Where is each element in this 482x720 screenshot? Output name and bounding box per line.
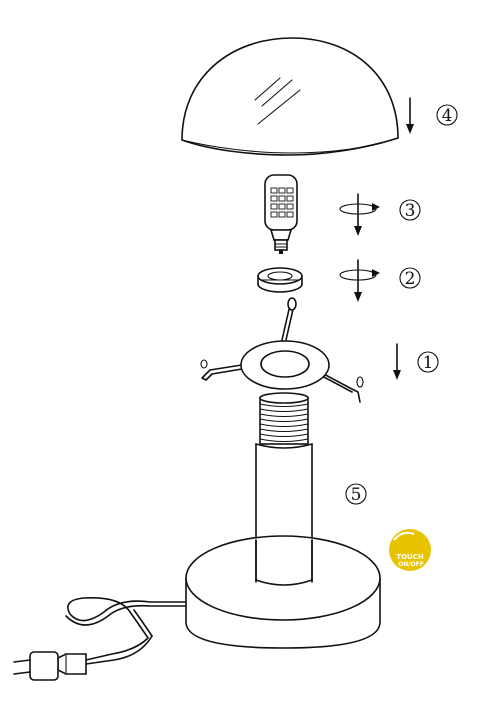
step-5-marker: 5	[345, 483, 367, 505]
step-3-rotate-arrow	[339, 193, 380, 236]
power-cord	[65, 596, 187, 665]
touch-badge-line2: ON/OFF	[398, 561, 424, 568]
step-4-arrow	[406, 97, 414, 134]
touch-onoff-badge: TOUCH ON/OFF	[389, 529, 431, 571]
step-4-label: 4	[442, 106, 453, 126]
power-plug	[13, 651, 87, 681]
lamp-base	[185, 535, 381, 649]
led-grid	[270, 187, 294, 218]
step-2-marker: 2	[399, 267, 421, 289]
threaded-ring	[257, 267, 303, 293]
step-2-label: 2	[405, 269, 416, 289]
step-1-marker: 1	[417, 351, 439, 373]
step-3-marker: 3	[399, 199, 421, 221]
step-4-marker: 4	[436, 104, 458, 126]
step-3-label: 3	[405, 201, 416, 221]
shade-holder	[200, 297, 364, 403]
threaded-nipple	[259, 392, 309, 445]
touch-badge-circle	[389, 529, 431, 571]
step-1-arrow	[393, 343, 401, 380]
step-1-label: 1	[423, 353, 434, 373]
step-2-rotate-arrow	[339, 259, 380, 302]
lamp-shade	[181, 37, 399, 156]
step-5-label: 5	[351, 485, 362, 505]
led-bulb	[264, 174, 298, 254]
touch-badge-line1: TOUCH	[396, 553, 424, 561]
